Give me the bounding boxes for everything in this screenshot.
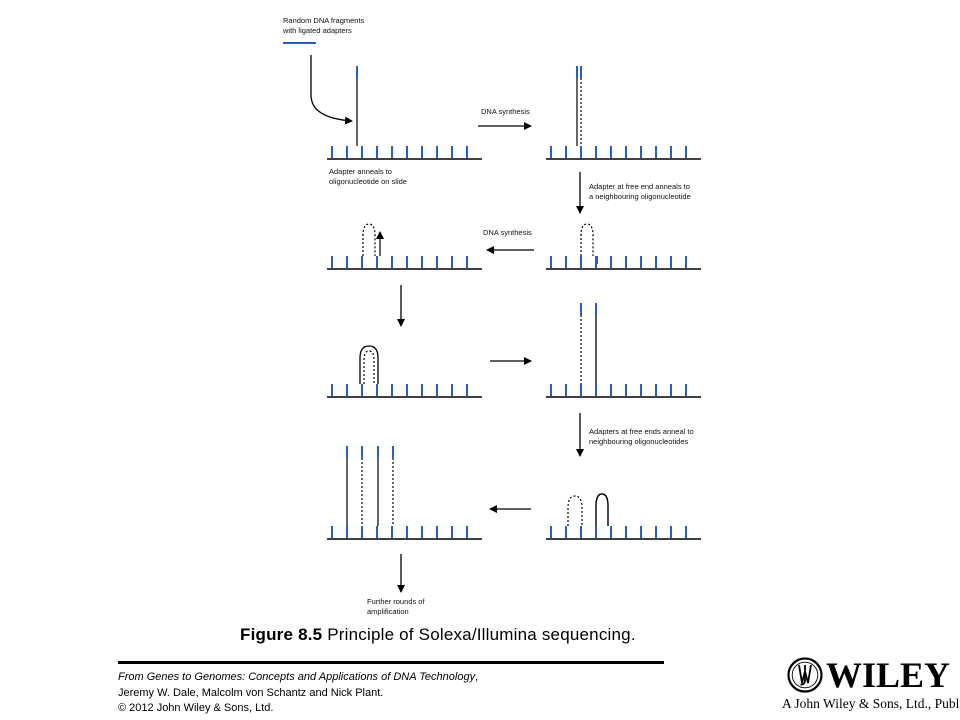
citation-book-suffix: , (475, 671, 479, 683)
citation-authors: Jeremy W. Dale, Malcolm von Schantz and … (118, 686, 384, 699)
bridge-strand (580, 223, 594, 256)
wiley-logo: WILEY A John Wiley & Sons, Ltd., Publica… (782, 655, 960, 718)
bridge-strand-solid (595, 493, 609, 526)
wiley-wordmark: WILEY (826, 655, 951, 695)
label-adapter-anneals: Adapter anneals to oligonucleotide on sl… (329, 167, 407, 186)
citation-copyright: © 2012 John Wiley & Sons, Ltd. (118, 702, 274, 714)
bridge-strand (567, 495, 583, 526)
sequencing-diagram (283, 42, 701, 593)
label-adapter-free-end: Adapter at free end anneals to a neighbo… (589, 182, 691, 201)
double-bridge-outer (359, 345, 379, 384)
wiley-jw-seal-icon (787, 657, 823, 693)
anneal-arrow (310, 55, 353, 125)
label-dna-synthesis-2: DNA synthesis (483, 228, 532, 237)
label-further-rounds: Further rounds of amplification (367, 597, 425, 616)
double-bridge-inner (363, 350, 375, 384)
caption-rule (118, 661, 664, 664)
label-random-fragments: Random DNA fragments with ligated adapte… (283, 16, 365, 35)
label-adapters-free-ends: Adapters at free ends anneal to neighbou… (589, 427, 694, 446)
bridge-strand (362, 223, 376, 256)
wiley-tagline: A John Wiley & Sons, Ltd., Publication (782, 696, 960, 711)
citation: From Genes to Genomes: Concepts and Appl… (118, 670, 478, 717)
figure-caption: Figure 8.5 Principle of Solexa/Illumina … (240, 625, 636, 645)
figure-title: Principle of Solexa/Illumina sequencing. (322, 625, 636, 644)
figure-number: Figure 8.5 (240, 625, 323, 644)
citation-book-title: From Genes to Genomes: Concepts and Appl… (118, 671, 476, 683)
label-dna-synthesis-1: DNA synthesis (481, 107, 530, 116)
